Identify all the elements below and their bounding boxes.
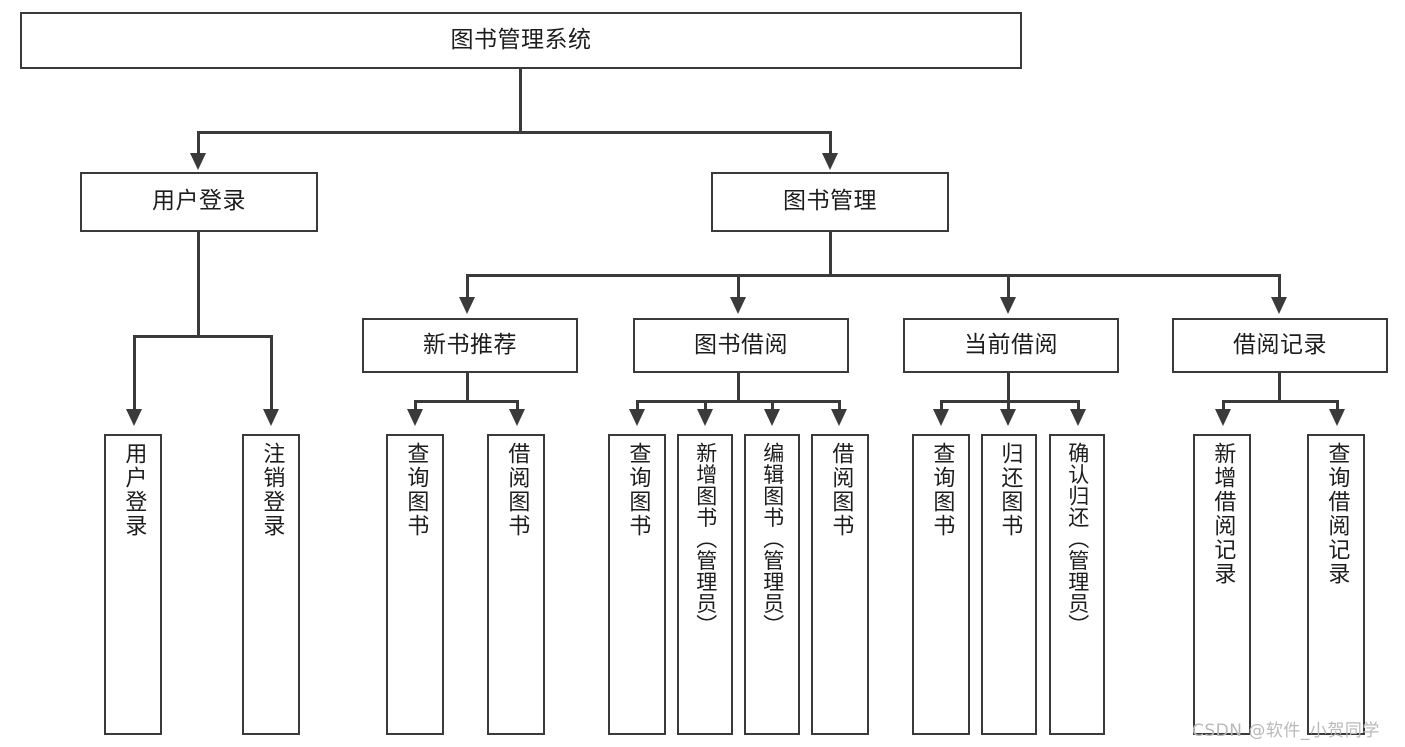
node-new-book-recommend[interactable]: 新书推荐 [362,318,578,373]
connector-cb-1 [940,400,943,411]
arrowhead-to-book-management [822,153,838,170]
connector-bb-1 [636,400,639,411]
node-leaf-add-book[interactable]: 新增图书（管理员） [677,434,733,735]
arrowhead-leaf-query-book-1 [407,409,423,426]
arrowhead-leaf-user-login [126,409,142,426]
node-label: 查询图书 [929,442,955,538]
connector-root-stem [519,69,522,132]
connector-new-book-recommend-bus [414,400,518,403]
arrowhead-leaf-return-book [1000,409,1016,426]
connector-br-right [1336,400,1339,411]
node-label: 借阅记录 [1233,331,1327,358]
connector-br-left [1222,400,1225,411]
node-leaf-edit-book[interactable]: 编辑图书（管理员） [744,434,800,735]
node-leaf-add-record[interactable]: 新增借阅记录 [1193,434,1251,735]
connector-cb-2 [1007,400,1010,411]
connector-level3-bus [466,274,1280,277]
connector-new-book-recommend-stem [466,373,469,402]
node-current-borrow[interactable]: 当前借阅 [903,318,1119,373]
connector-user-login-stem [197,232,200,336]
connector-book-borrow-bus [636,400,840,403]
connector-to-current-borrow [1007,274,1010,299]
node-label: 用户登录 [121,442,147,538]
connector-bb-3 [771,400,774,411]
connector-user-login-left [133,335,136,411]
arrowhead-leaf-edit-book [764,409,780,426]
node-borrow-record[interactable]: 借阅记录 [1172,318,1388,373]
node-leaf-confirm-return[interactable]: 确认归还（管理员） [1049,434,1105,735]
node-leaf-query-book-2[interactable]: 查询图书 [608,434,666,735]
connector-to-new-book-recommend [466,274,469,299]
node-label: 图书管理 [783,188,877,215]
node-label: 当前借阅 [964,331,1058,358]
arrowhead-leaf-add-book [697,409,713,426]
node-label: 编辑图书（管理员） [760,442,785,636]
node-leaf-borrow-book-1[interactable]: 借阅图书 [487,434,545,735]
connector-cb-3 [1077,400,1080,411]
connector-user-login-bus [133,335,272,338]
arrowhead-to-book-borrow [730,297,746,314]
connector-bb-2 [704,400,707,411]
arrowhead-leaf-add-record [1215,409,1231,426]
node-leaf-logout[interactable]: 注销登录 [242,434,300,735]
arrowhead-leaf-logout [263,409,279,426]
node-book-management-system[interactable]: 图书管理系统 [20,12,1022,69]
node-label: 图书借阅 [694,331,788,358]
connector-user-login-right [270,335,273,411]
node-label: 借阅图书 [828,442,854,538]
node-label: 查询图书 [625,442,651,538]
node-book-borrow[interactable]: 图书借阅 [633,318,849,373]
arrowhead-to-new-book-recommend [459,297,475,314]
connector-to-book-borrow [737,274,740,299]
connector-current-borrow-stem [1007,373,1010,402]
node-user-login[interactable]: 用户登录 [80,172,318,232]
node-label: 查询借阅记录 [1324,442,1350,586]
connector-borrow-record-stem [1278,373,1281,402]
node-label: 新增借阅记录 [1210,442,1236,586]
connector-book-management-stem [829,232,832,276]
connector-root-bus [197,131,831,134]
connector-current-borrow-bus [940,400,1080,403]
node-label: 确认归还（管理员） [1065,442,1090,636]
arrowhead-to-current-borrow [1000,297,1016,314]
node-book-management[interactable]: 图书管理 [711,172,949,232]
node-label: 新书推荐 [423,331,517,358]
node-label: 图书管理系统 [450,26,592,53]
arrowhead-leaf-confirm-return [1070,409,1086,426]
node-leaf-query-book-1[interactable]: 查询图书 [386,434,444,735]
node-label: 借阅图书 [504,442,530,538]
connector-to-borrow-record [1278,274,1281,299]
connector-to-user-login [197,131,200,155]
node-label: 新增图书（管理员） [693,442,718,636]
node-leaf-query-record[interactable]: 查询借阅记录 [1307,434,1365,735]
arrowhead-leaf-borrow-book-2 [831,409,847,426]
node-leaf-query-book-3[interactable]: 查询图书 [912,434,970,735]
node-label: 用户登录 [152,188,246,215]
node-label: 查询图书 [403,442,429,538]
node-leaf-return-book[interactable]: 归还图书 [981,434,1037,735]
csdn-watermark: CSDN @软件_小贺同学 [1192,721,1380,741]
connector-nbr-right [516,400,519,411]
node-leaf-borrow-book-2[interactable]: 借阅图书 [811,434,869,735]
connector-bb-4 [838,400,841,411]
arrowhead-leaf-borrow-book-1 [509,409,525,426]
connector-book-borrow-stem [737,373,740,402]
connector-nbr-left [414,400,417,411]
arrowhead-to-borrow-record [1271,297,1287,314]
node-label: 注销登录 [259,442,285,538]
connector-to-book-management [829,131,832,155]
connector-borrow-record-bus [1222,400,1338,403]
node-leaf-user-login[interactable]: 用户登录 [104,434,162,735]
node-label: 归还图书 [997,442,1023,538]
arrowhead-leaf-query-book-3 [933,409,949,426]
arrowhead-to-user-login [190,153,206,170]
arrowhead-leaf-query-record [1329,409,1345,426]
arrowhead-leaf-query-book-2 [629,409,645,426]
